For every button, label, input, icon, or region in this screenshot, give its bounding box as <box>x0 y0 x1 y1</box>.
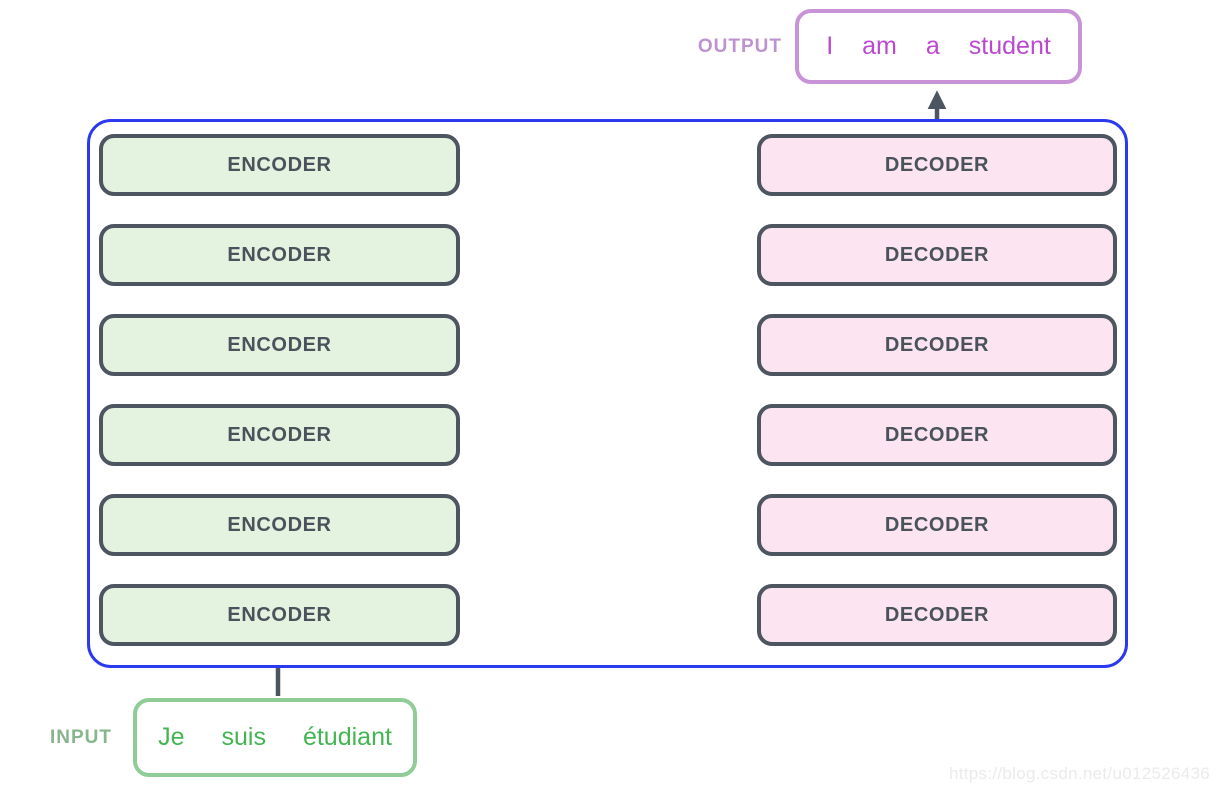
decoder-box-4: DECODER <box>757 404 1117 466</box>
output-word: I <box>826 32 834 60</box>
model-container <box>87 119 1128 668</box>
encoder-box-5: ENCODER <box>99 494 460 556</box>
input-word: suis <box>221 723 266 751</box>
decoder-box-2: DECODER <box>757 224 1117 286</box>
encoder-box-3: ENCODER <box>99 314 460 376</box>
watermark-text: https://blog.csdn.net/u012526436 <box>948 764 1210 783</box>
output-box: I am a student <box>795 9 1082 84</box>
input-label: INPUT <box>50 726 112 748</box>
decoder-box-6: DECODER <box>757 584 1117 646</box>
decoder-box-1: DECODER <box>757 134 1117 196</box>
decoder-box-5: DECODER <box>757 494 1117 556</box>
encoder-box-4: ENCODER <box>99 404 460 466</box>
output-word: student <box>968 32 1051 60</box>
decoder-box-3: DECODER <box>757 314 1117 376</box>
encoder-box-6: ENCODER <box>99 584 460 646</box>
output-word: a <box>925 32 940 60</box>
input-word: Je <box>158 723 185 751</box>
output-label: OUTPUT <box>697 35 782 57</box>
encoder-box-2: ENCODER <box>99 224 460 286</box>
input-word: étudiant <box>302 723 392 751</box>
encoder-box-1: ENCODER <box>99 134 460 196</box>
output-word: am <box>862 32 897 60</box>
input-box: Je suis étudiant <box>133 698 417 777</box>
